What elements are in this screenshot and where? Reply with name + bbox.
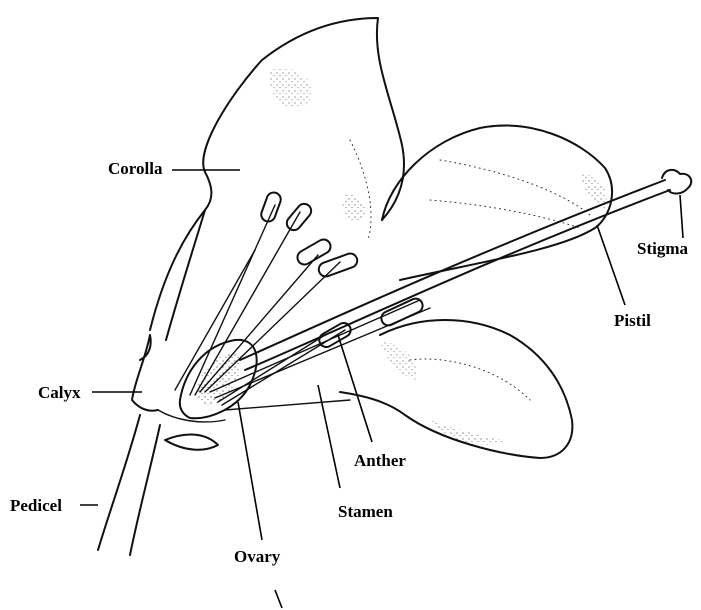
stamen-label: Stamen	[338, 503, 393, 520]
stigma-leader	[680, 195, 683, 238]
anther-leader	[338, 335, 372, 442]
anther-label: Anther	[354, 452, 406, 469]
calyx-label: Calyx	[38, 384, 81, 401]
pedicel-stem	[98, 415, 160, 555]
corolla-label: Corolla	[108, 160, 162, 177]
pistil-label: Pistil	[614, 312, 651, 329]
ovary-leader	[238, 402, 262, 540]
right-petal	[382, 126, 612, 280]
leader-lines	[80, 170, 683, 608]
pistil-leader	[597, 225, 625, 305]
pedicel-label: Pedicel	[10, 497, 62, 514]
upper-petal	[150, 18, 404, 340]
stamens	[175, 191, 430, 410]
pistil	[240, 170, 691, 370]
ovary-tail-line	[275, 590, 282, 608]
lower-petal	[340, 320, 572, 458]
stigma-label: Stigma	[637, 240, 688, 257]
ovary-label: Ovary	[234, 548, 280, 565]
